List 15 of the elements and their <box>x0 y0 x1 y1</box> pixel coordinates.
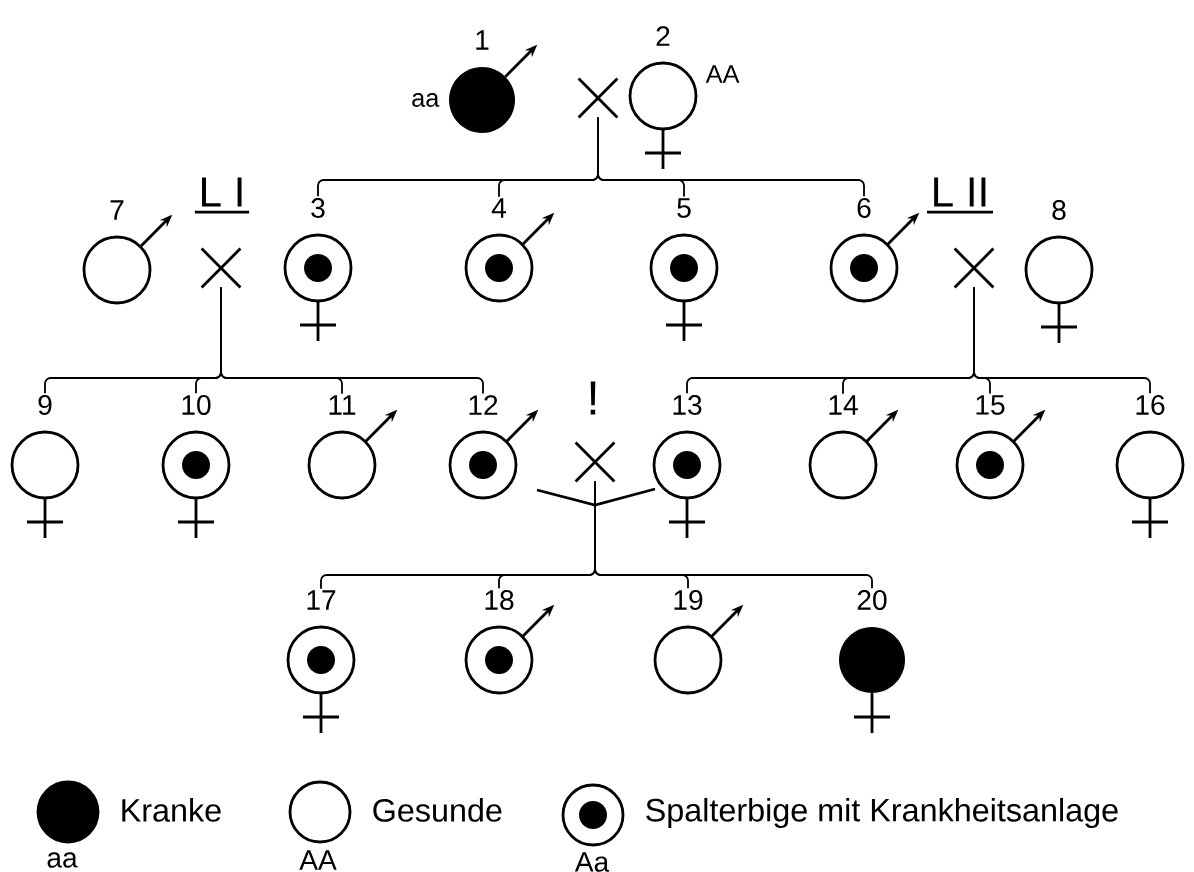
legend-text: Kranke <box>122 798 221 822</box>
cross-symbol <box>953 247 995 289</box>
legend-text: Spalterbige mit Krankheitsanlage <box>646 797 1118 829</box>
genotype-label: AA <box>299 850 337 870</box>
exclamation-mark: ! <box>590 381 596 415</box>
genotype-label: aa <box>412 93 440 107</box>
genotype-label: Aa <box>574 852 610 872</box>
genotype-label: AA <box>705 65 740 83</box>
generation-label: L II <box>927 177 993 214</box>
cross-symbol <box>200 247 242 289</box>
cross-symbol <box>577 77 619 119</box>
cross-symbol <box>574 441 616 483</box>
genotype-label: aa <box>47 852 78 868</box>
generation-label: L I <box>194 177 250 214</box>
legend-text: Gesunde <box>373 798 502 822</box>
